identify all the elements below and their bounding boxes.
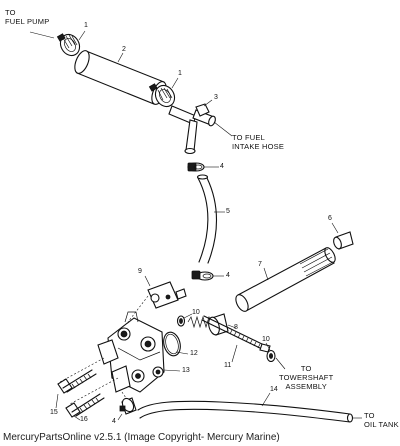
callout-4-middle: 4 xyxy=(226,272,230,279)
callout-13: 13 xyxy=(182,367,190,374)
callout-16: 16 xyxy=(80,416,88,423)
label-to-fuel-intake-hose: TO FUEL INTAKE HOSE xyxy=(232,133,285,151)
image-caption: MercuryPartsOnline v2.5.1 (Image Copyrig… xyxy=(3,432,280,443)
callout-2: 2 xyxy=(122,46,126,53)
callout-5: 5 xyxy=(226,208,230,215)
callout-3: 3 xyxy=(214,94,218,101)
callout-10-upper: 10 xyxy=(192,309,200,316)
label-to-towershaft-assembly: TO TOWERSHAFT ASSEMBLY xyxy=(279,364,334,391)
label-to-fuel-pump: TO FUEL PUMP xyxy=(5,8,50,26)
callout-9: 9 xyxy=(138,268,142,275)
part-5-hose xyxy=(196,174,218,264)
part-12-o-ring xyxy=(163,331,181,357)
part-15-screw xyxy=(57,369,97,394)
part-11-bolt xyxy=(201,315,271,353)
label-to-oil-tank: TO OIL TANK xyxy=(364,411,399,429)
callout-1-upper: 1 xyxy=(84,22,88,29)
part-6-plug xyxy=(333,231,354,250)
callout-12: 12 xyxy=(190,350,198,357)
callout-11: 11 xyxy=(224,362,232,369)
part-16-screw xyxy=(65,393,105,418)
part-3-tee-fitting xyxy=(168,103,216,155)
part-1-upper-clamp xyxy=(56,33,81,57)
callout-8: 8 xyxy=(234,324,238,331)
callout-4-upper: 4 xyxy=(220,163,224,170)
part-10-washer-lower xyxy=(266,349,276,363)
callout-1-lower: 1 xyxy=(178,70,182,77)
part-7-tube xyxy=(235,247,336,312)
part-8-sleeve xyxy=(208,313,229,336)
part-13-pump-body xyxy=(97,311,165,393)
part-14-oil-line xyxy=(137,400,354,423)
callout-7: 7 xyxy=(258,261,262,268)
callout-14: 14 xyxy=(270,386,278,393)
part-4-bottom-clip xyxy=(119,397,137,415)
part-4-upper-clip xyxy=(187,162,205,172)
callout-4-bottom: 4 xyxy=(112,418,116,425)
part-9-fitting xyxy=(147,281,187,309)
part-10-washer-upper xyxy=(176,315,186,327)
part-10-spring xyxy=(187,315,213,329)
callout-15: 15 xyxy=(50,409,58,416)
part-4-lower-clip xyxy=(191,270,214,281)
callout-10-lower: 10 xyxy=(262,336,270,343)
part-1-lower-clamp xyxy=(148,83,176,108)
callout-6: 6 xyxy=(328,215,332,222)
